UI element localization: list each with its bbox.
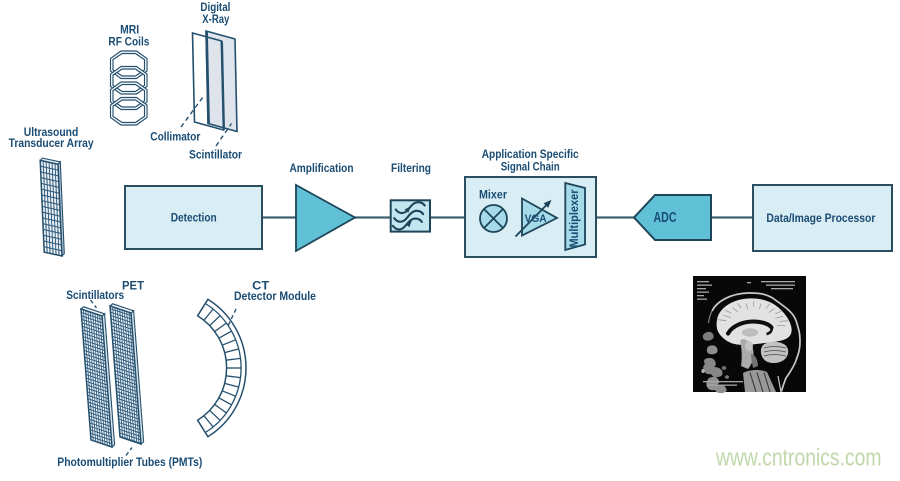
svg-text:Scintillator: Scintillator: [189, 148, 242, 162]
svg-text:RF Coils: RF Coils: [108, 34, 149, 48]
svg-text:Mixer: Mixer: [479, 188, 507, 202]
svg-text:Transducer Array: Transducer Array: [9, 136, 94, 150]
svg-text:www.cntronics.com: www.cntronics.com: [715, 445, 881, 472]
svg-text:PET: PET: [122, 279, 145, 293]
svg-text:X-Ray: X-Ray: [202, 12, 229, 26]
svg-text:Detection: Detection: [171, 211, 217, 225]
svg-text:Signal Chain: Signal Chain: [501, 160, 560, 174]
svg-text:VGA: VGA: [525, 213, 547, 225]
svg-text:Amplification: Amplification: [290, 161, 354, 175]
svg-text:Multiplexer: Multiplexer: [569, 189, 581, 247]
svg-text:Collimator: Collimator: [150, 130, 200, 144]
svg-text:Data/Image Processor: Data/Image Processor: [766, 211, 875, 225]
svg-text:Filtering: Filtering: [391, 161, 431, 175]
svg-text:Photomultiplier Tubes (PMTs): Photomultiplier Tubes (PMTs): [57, 455, 202, 469]
svg-text:Scintillators: Scintillators: [66, 288, 124, 302]
svg-text:ADC: ADC: [654, 210, 677, 226]
svg-text:Detector Module: Detector Module: [234, 289, 316, 303]
